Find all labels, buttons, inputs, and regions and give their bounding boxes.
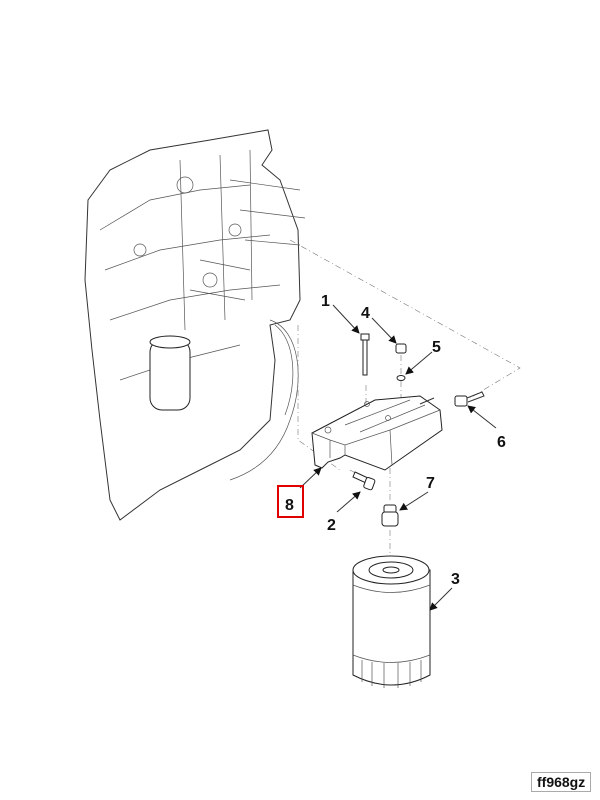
leader-3 <box>429 587 453 611</box>
callout-7[interactable]: 7 <box>426 475 435 492</box>
callout-arrows <box>299 304 497 611</box>
leader-4 <box>371 317 397 344</box>
engine-block <box>84 129 306 521</box>
part-4-fitting <box>395 343 407 354</box>
leader-1 <box>332 304 360 334</box>
leader-7 <box>399 491 429 511</box>
leader-2 <box>336 491 361 513</box>
callout-2[interactable]: 2 <box>327 517 336 534</box>
part-2-bolt <box>352 471 376 491</box>
callout-8[interactable]: 8 <box>285 497 294 514</box>
leader-5 <box>405 351 433 375</box>
callout-4[interactable]: 4 <box>361 305 370 322</box>
part-5-washer <box>396 375 406 381</box>
leader-8 <box>299 467 322 489</box>
callout-6[interactable]: 6 <box>497 434 506 451</box>
figure-code: ff968gz <box>531 772 592 792</box>
part-6-fitting <box>454 391 485 407</box>
part-1-bolt <box>360 333 370 376</box>
part-3-fuel-filter <box>352 555 431 688</box>
leader-6 <box>467 405 497 429</box>
callout-5[interactable]: 5 <box>432 339 441 356</box>
part-7-adapter <box>381 504 399 527</box>
callout-3[interactable]: 3 <box>451 571 460 588</box>
callout-1[interactable]: 1 <box>321 293 330 310</box>
alignment-lines <box>289 239 521 560</box>
part-8-bracket <box>311 395 443 471</box>
callout-8-highlight-box <box>277 485 304 518</box>
